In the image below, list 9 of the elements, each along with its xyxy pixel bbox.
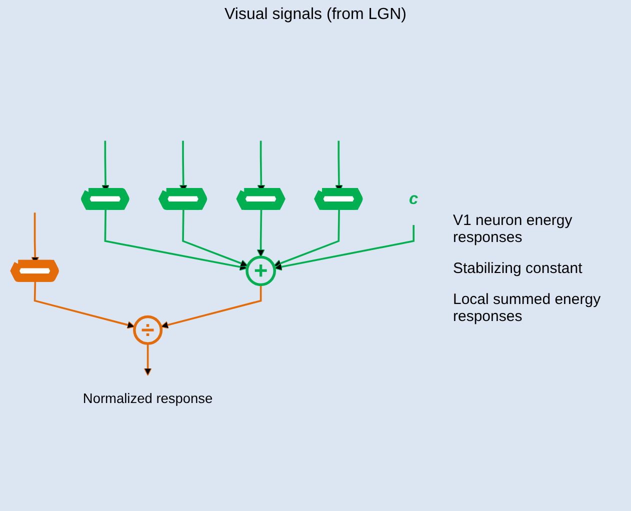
annotation-text: Local summed energy responses (453, 291, 602, 325)
node-circle (133, 315, 163, 345)
flowchart-drawing: + c ÷ Normalized response (0, 26, 453, 511)
node-text: c (409, 189, 418, 208)
annotation-text: Stabilizing constant (453, 260, 584, 277)
annotation-text: V1 neuron energy responses (453, 212, 574, 246)
diagram-title: Visual signals (from LGN) (224, 6, 406, 24)
node-circle (246, 256, 276, 286)
node-text: Normalized response (82, 391, 213, 407)
